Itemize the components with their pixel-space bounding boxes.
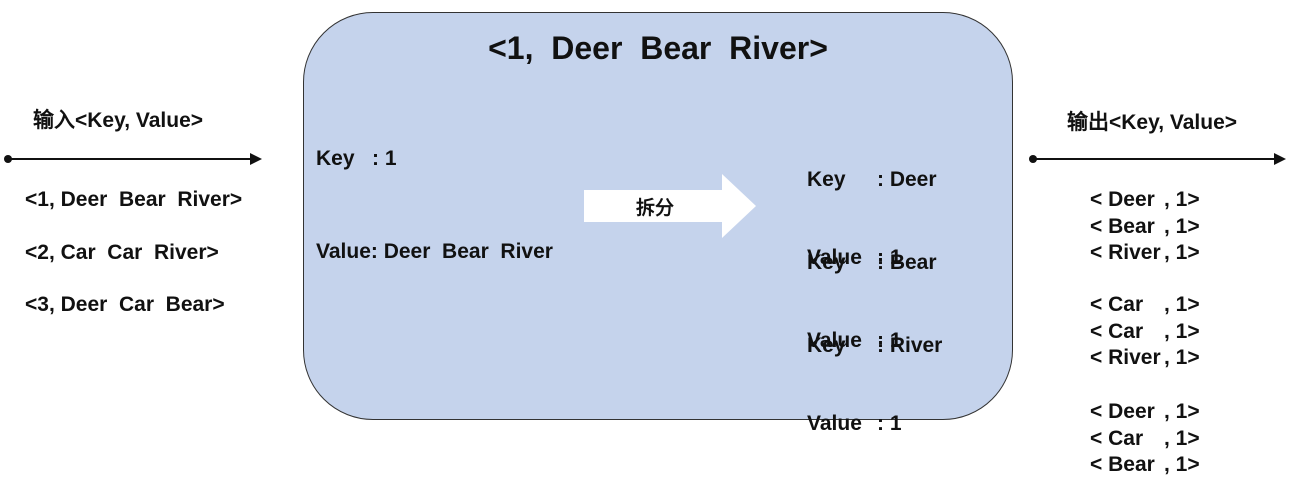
- pair-value-label: Value: [807, 246, 862, 269]
- pair-value-label: Value: [807, 412, 862, 435]
- output-arrow-line: [1033, 158, 1274, 160]
- output-count: , 1>: [1164, 400, 1200, 423]
- output-row: < River, 1>: [1090, 345, 1200, 372]
- output-count: , 1>: [1164, 214, 1200, 238]
- output-count: , 1>: [1164, 188, 1200, 211]
- pair-key-label: Key: [807, 168, 846, 191]
- output-word: < Deer: [1090, 400, 1155, 423]
- mapper-title: <1, Deer Bear River>: [488, 30, 828, 66]
- output-count: , 1>: [1164, 453, 1200, 476]
- output-count: , 1>: [1164, 346, 1200, 369]
- output-heading: 输出<Key, Value>: [1067, 111, 1238, 134]
- output-count: , 1>: [1164, 426, 1200, 450]
- output-word: < Car: [1090, 293, 1144, 316]
- output-row: < Car , 1>: [1090, 292, 1200, 319]
- output-word: < Car: [1090, 426, 1144, 450]
- output-word: < Bear: [1090, 214, 1155, 238]
- input-arrow-line: [8, 158, 250, 160]
- output-row: < Car , 1>: [1090, 319, 1200, 346]
- output-word: < River: [1090, 241, 1161, 264]
- output-word: < Car: [1090, 319, 1144, 343]
- output-row: < Deer , 1>: [1090, 399, 1200, 426]
- output-row: < River, 1>: [1090, 240, 1200, 267]
- output-word: < River: [1090, 346, 1161, 369]
- output-group-3: < Deer , 1> < Car , 1> < Bear , 1>: [1090, 399, 1200, 479]
- mapper-key-line: Key : 1: [316, 147, 397, 170]
- pair-value-value: : 1: [877, 329, 902, 352]
- pair-3: Key : River Value : 1: [807, 281, 942, 463]
- output-word: < Deer: [1090, 188, 1155, 211]
- pair-2: Key : Bear Value : 1: [807, 198, 937, 380]
- pair-value-value: : 1: [877, 412, 902, 435]
- output-arrow-head: [1274, 153, 1286, 165]
- pair-key-value: : Bear: [877, 251, 937, 274]
- pair-key-value: : River: [877, 334, 943, 357]
- output-row: < Bear , 1>: [1090, 214, 1200, 241]
- output-row: < Car , 1>: [1090, 426, 1200, 453]
- input-record: <3, Deer Car Bear>: [25, 293, 225, 316]
- pair-value-label: Value: [807, 329, 862, 352]
- pair-1: Key : Deer Value : 1: [807, 115, 937, 297]
- output-row: < Bear , 1>: [1090, 452, 1200, 479]
- output-row: < Deer , 1>: [1090, 187, 1200, 214]
- pair-key-label: Key: [807, 334, 846, 357]
- split-arrow: [584, 174, 756, 238]
- output-group-1: < Deer, 1> < Bear, 1> < River, 1>: [1090, 187, 1200, 267]
- pair-value-value: : 1: [877, 246, 902, 269]
- output-count: , 1>: [1164, 241, 1200, 264]
- output-count: , 1>: [1164, 319, 1200, 343]
- output-count: , 1>: [1164, 293, 1200, 316]
- pair-key-value: : Deer: [877, 168, 937, 191]
- output-group-2: < Car, 1> < Car, 1> < River, 1>: [1090, 292, 1200, 372]
- mapper-value-line: Value: Deer Bear River: [316, 240, 553, 263]
- input-arrow-head: [250, 153, 262, 165]
- output-word: < Bear: [1090, 453, 1155, 476]
- split-label: 拆分: [636, 198, 675, 219]
- input-heading: 输入<Key, Value>: [33, 109, 204, 132]
- input-record: <1, Deer Bear River>: [25, 188, 243, 211]
- split-arrow-shape: [584, 174, 756, 238]
- input-record: <2, Car Car River>: [25, 241, 219, 264]
- pair-key-label: Key: [807, 251, 846, 274]
